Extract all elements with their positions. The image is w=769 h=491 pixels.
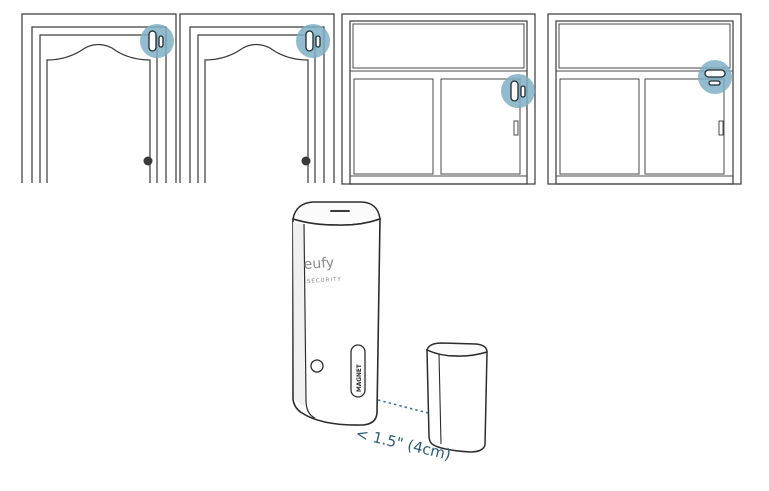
window-installation-left [341,13,536,185]
window-latch-icon [718,120,724,136]
door-knob-icon [301,156,311,166]
magnet-icon [708,80,721,86]
brand-subtitle-text: SECURITY [307,277,342,285]
brand-logo-text: eufy [303,255,335,273]
door-installation-left [21,13,177,183]
magnet-label-text: MAGNET [357,364,363,392]
door-knob-icon [143,156,153,166]
status-led-icon [310,359,324,373]
window-latch-icon [513,120,519,136]
magnet-icon [315,35,321,48]
sensor-highlight [140,24,174,58]
magnet-piece [426,342,488,453]
contact-sensor-icon [704,69,726,78]
magnet-icon [158,35,164,48]
entry-sensor-device: eufy SECURITY MAGNET [292,201,381,426]
door-installation-right [179,13,335,183]
contact-sensor-icon [148,30,157,52]
contact-sensor-icon [305,30,314,52]
distance-dotted-line [377,399,429,414]
magnet-icon [520,85,526,98]
magnet-alignment-mark [350,344,366,398]
window-installation-right [547,13,742,185]
contact-sensor-icon [510,80,519,102]
